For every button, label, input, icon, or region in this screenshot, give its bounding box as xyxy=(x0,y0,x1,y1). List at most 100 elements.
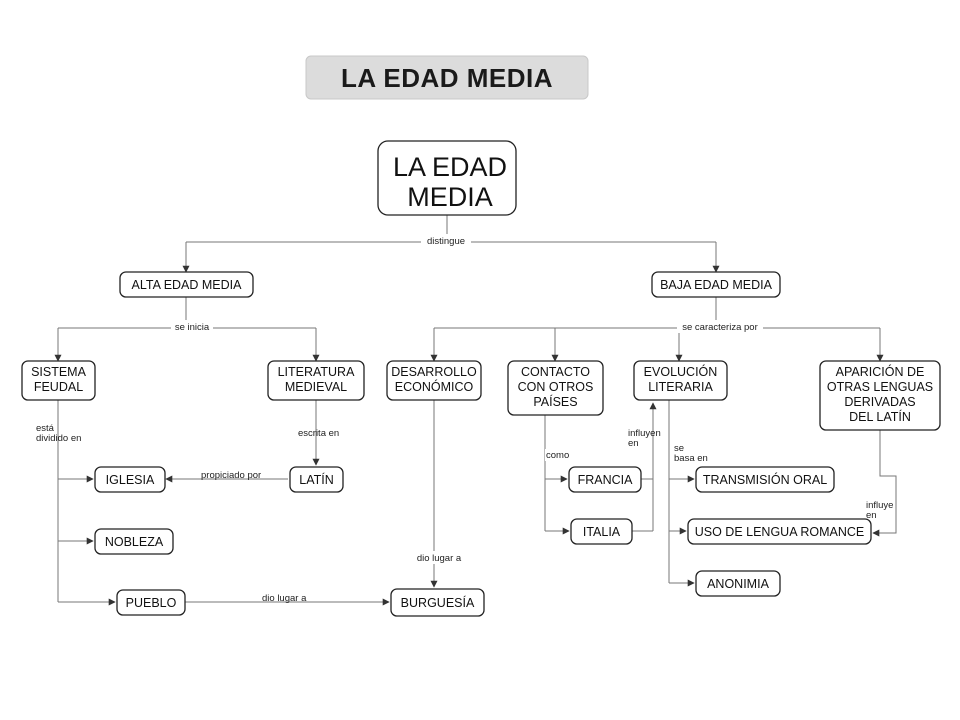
edge-label-esta_dividido-line-1: está xyxy=(36,423,55,434)
node-pueblo: PUEBLO xyxy=(116,589,186,616)
edge-label-se-caracteriza: se caracteriza por xyxy=(682,322,758,333)
edge-label-influye_en-line-2: en xyxy=(866,510,877,521)
node-pueblo-line-1: PUEBLO xyxy=(126,596,177,610)
edge-label-propiciado-por: propiciado por xyxy=(201,470,261,481)
edge-label-se_caracteriza-line-1: se caracteriza por xyxy=(682,322,758,333)
node-transmision-oral-label: TRANSMISIÓN ORAL xyxy=(703,472,827,487)
edge-label-se_inicia-line-1: se inicia xyxy=(175,322,210,333)
node-desarrollo-line-2: ECONÓMICO xyxy=(395,379,474,394)
edge-label-se_basa_en-line-1: se xyxy=(674,443,684,454)
node-burguesia-line-1: BURGUESÍA xyxy=(401,595,475,610)
connector-labels: distingue se inicia se caracteriza por e… xyxy=(36,234,893,604)
node-alta-edad-media: ALTA EDAD MEDIA xyxy=(119,271,254,298)
edge-label-influyen_en-line-2: en xyxy=(628,438,639,449)
node-desarrollo-line-1: DESARROLLO xyxy=(391,365,477,379)
node-pueblo-label: PUEBLO xyxy=(126,596,177,610)
node-contacto-line-1: CONTACTO xyxy=(521,365,590,379)
node-alta-edad-media-label: ALTA EDAD MEDIA xyxy=(132,278,243,292)
node-sistema-line-1: SISTEMA xyxy=(31,365,87,379)
node-uso-lengua-romance-label: USO DE LENGUA ROMANCE xyxy=(695,525,864,539)
edge-label-se-inicia: se inicia xyxy=(175,322,210,333)
node-sistema-line-2: FEUDAL xyxy=(34,380,83,394)
node-burguesia-label: BURGUESÍA xyxy=(401,595,475,610)
node-iglesia-label: IGLESIA xyxy=(106,473,155,487)
edge-aparicion-influye xyxy=(872,430,897,537)
edge-label-escrita-en: escrita en xyxy=(298,428,339,439)
node-nobleza: NOBLEZA xyxy=(94,528,174,555)
node-literatura-line-1: LITERATURA xyxy=(278,365,356,379)
node-anonimia-label: ANONIMIA xyxy=(707,577,769,591)
node-baja-line-1: BAJA EDAD MEDIA xyxy=(660,278,772,292)
banner-title: LA EDAD MEDIA xyxy=(341,63,553,93)
edge-label-como-line-1: como xyxy=(546,450,569,461)
node-nobleza-label: NOBLEZA xyxy=(105,535,164,549)
node-contacto-line-2: CON OTROS xyxy=(518,380,594,394)
node-burguesia: BURGUESÍA xyxy=(390,588,485,617)
edge-label-distingue: distingue xyxy=(427,236,465,247)
edge-label-influyen_en-line-1: influyen xyxy=(628,428,661,439)
node-italia-label: ITALIA xyxy=(583,525,621,539)
node-francia-label: FRANCIA xyxy=(578,473,634,487)
node-italia-line-1: ITALIA xyxy=(583,525,621,539)
node-aparicion-line-2: OTRAS LENGUAS xyxy=(827,380,933,394)
edge-label-escrita_en-line-1: escrita en xyxy=(298,428,339,439)
node-latin: LATÍN xyxy=(289,466,344,493)
edge-label-esta_dividido-line-2: dividido en xyxy=(36,433,81,444)
node-evolucion-line-1: EVOLUCIÓN xyxy=(644,364,718,379)
node-baja-edad-media-label: BAJA EDAD MEDIA xyxy=(660,278,772,292)
node-root-line-1: LA EDAD xyxy=(393,152,507,182)
node-root-line-2: MEDIA xyxy=(407,182,493,212)
node-nobleza-line-1: NOBLEZA xyxy=(105,535,164,549)
node-latin-label: LATÍN xyxy=(299,472,334,487)
node-aparicion-line-3: DERIVADAS xyxy=(844,395,915,409)
node-italia: ITALIA xyxy=(570,518,633,545)
banner: LA EDAD MEDIA xyxy=(305,55,589,100)
edge-label-propiciado_por-line-1: propiciado por xyxy=(201,470,261,481)
node-uso-line-1: USO DE LENGUA ROMANCE xyxy=(695,525,864,539)
node-iglesia-line-1: IGLESIA xyxy=(106,473,155,487)
node-transmision-line-1: TRANSMISIÓN ORAL xyxy=(703,472,827,487)
node-latin-line-1: LATÍN xyxy=(299,472,334,487)
node-francia-line-1: FRANCIA xyxy=(578,473,634,487)
node-iglesia: IGLESIA xyxy=(94,466,166,493)
node-aparicion-line-1: APARICIÓN DE xyxy=(836,364,925,379)
edge-label-dio-lugar-burguesia: dio lugar a xyxy=(417,553,462,564)
edge-label-influye_en-line-1: influye xyxy=(866,500,893,511)
node-anonimia-line-1: ANONIMIA xyxy=(707,577,769,591)
node-transmision-oral: TRANSMISIÓN ORAL xyxy=(695,466,835,493)
node-aparicion-line-4: DEL LATÍN xyxy=(849,409,911,424)
edge-label-se_basa_en-line-2: basa en xyxy=(674,453,708,464)
node-literatura-line-2: MEDIEVAL xyxy=(285,380,347,394)
node-anonimia: ANONIMIA xyxy=(695,570,781,597)
node-francia: FRANCIA xyxy=(568,466,642,493)
node-alta-line-1: ALTA EDAD MEDIA xyxy=(132,278,243,292)
edge-label-dio-lugar-pueblo: dio lugar a xyxy=(262,593,307,604)
edge-label-distingue-line-1: distingue xyxy=(427,236,465,247)
edge-label-como: como xyxy=(546,450,569,461)
edge-label-dio_lugar_pueblo-line-1: dio lugar a xyxy=(262,593,307,604)
banner-background xyxy=(305,55,589,100)
edge-label-dio_lugar_burguesia-line-1: dio lugar a xyxy=(417,553,462,564)
node-uso-lengua-romance: USO DE LENGUA ROMANCE xyxy=(687,518,872,545)
node-baja-edad-media: BAJA EDAD MEDIA xyxy=(651,271,781,298)
node-contacto-line-3: PAÍSES xyxy=(533,394,577,409)
